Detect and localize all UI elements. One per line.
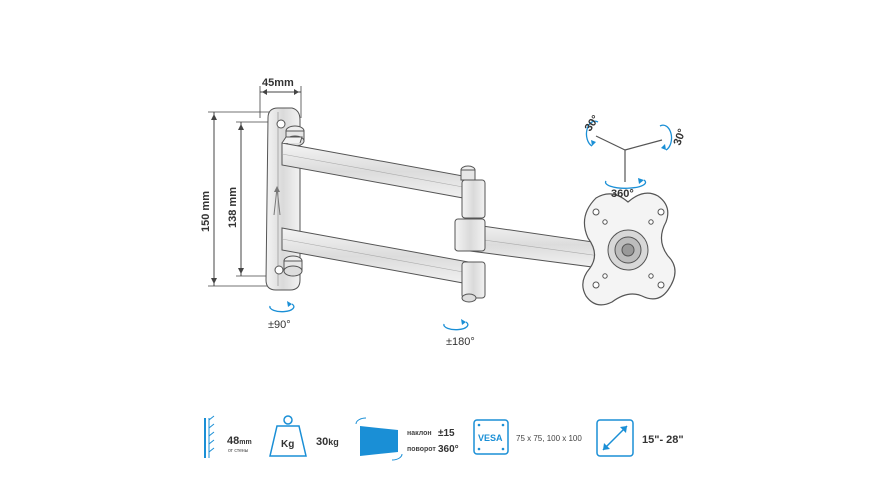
forearm bbox=[454, 218, 601, 269]
wall-pivot-bottom bbox=[283, 255, 303, 277]
upper-arm bbox=[281, 136, 475, 201]
vesa-icon bbox=[473, 419, 509, 455]
arm-swivel-indicator: ±180° bbox=[443, 319, 475, 348]
load-unit: kg bbox=[328, 437, 339, 447]
tilt-b-label: 30° bbox=[672, 127, 689, 147]
tilt-value: ±15 bbox=[438, 428, 455, 439]
weight-icon-label: Kg bbox=[281, 439, 294, 450]
arm-swivel-label: ±180° bbox=[446, 336, 475, 348]
axis-indicator: 30° 30° 360° bbox=[583, 113, 689, 200]
tilt-a-label: 30° bbox=[583, 113, 602, 134]
spec-screen-size: 15"- 28" bbox=[596, 419, 684, 457]
depth-note: от стены bbox=[228, 448, 249, 454]
vesa-plate bbox=[582, 192, 676, 306]
load-value: 30 bbox=[316, 436, 328, 448]
vesa-value: 75 x 75, 100 x 100 bbox=[516, 434, 582, 443]
lower-arm bbox=[281, 227, 475, 286]
height-outer-label: 150 mm bbox=[200, 191, 212, 232]
wall-swivel-indicator: ±90° bbox=[268, 301, 295, 331]
height-inner-dimension: 138 mm bbox=[227, 121, 272, 277]
spec-tilt-rotate: наклон ±15 поворот 360° bbox=[355, 417, 459, 461]
tilt-label: наклон bbox=[407, 430, 432, 437]
spec-vesa: VESA 75 x 75, 100 x 100 bbox=[473, 419, 582, 455]
svg-text:48mm: 48mm bbox=[227, 435, 252, 447]
weight-icon bbox=[269, 415, 307, 457]
spec-load: Kg 30kg bbox=[269, 415, 339, 457]
rotate-value: 360° bbox=[438, 444, 459, 455]
width-label: 45mm bbox=[262, 77, 294, 89]
wall-depth-icon bbox=[204, 415, 215, 458]
screen-range: 15"- 28" bbox=[642, 434, 684, 446]
width-dimension: 45mm bbox=[259, 77, 302, 118]
elbow-pivot bbox=[460, 165, 486, 303]
height-inner-label: 138 mm bbox=[227, 187, 239, 228]
svg-text:30kg: 30kg bbox=[316, 436, 339, 448]
diagonal-icon bbox=[596, 419, 634, 457]
spec-depth: 48mm от стены bbox=[204, 415, 252, 458]
head-rotate-label: 360° bbox=[611, 188, 634, 200]
vesa-label: VESA bbox=[478, 433, 503, 443]
rotate-label: поворот bbox=[407, 446, 436, 453]
depth-unit: mm bbox=[239, 439, 251, 446]
wall-swivel-label: ±90° bbox=[268, 319, 291, 331]
depth-value: 48 bbox=[227, 435, 239, 447]
height-outer-dimension: 150 mm bbox=[200, 111, 270, 287]
tilt-screen-icon bbox=[355, 417, 403, 461]
